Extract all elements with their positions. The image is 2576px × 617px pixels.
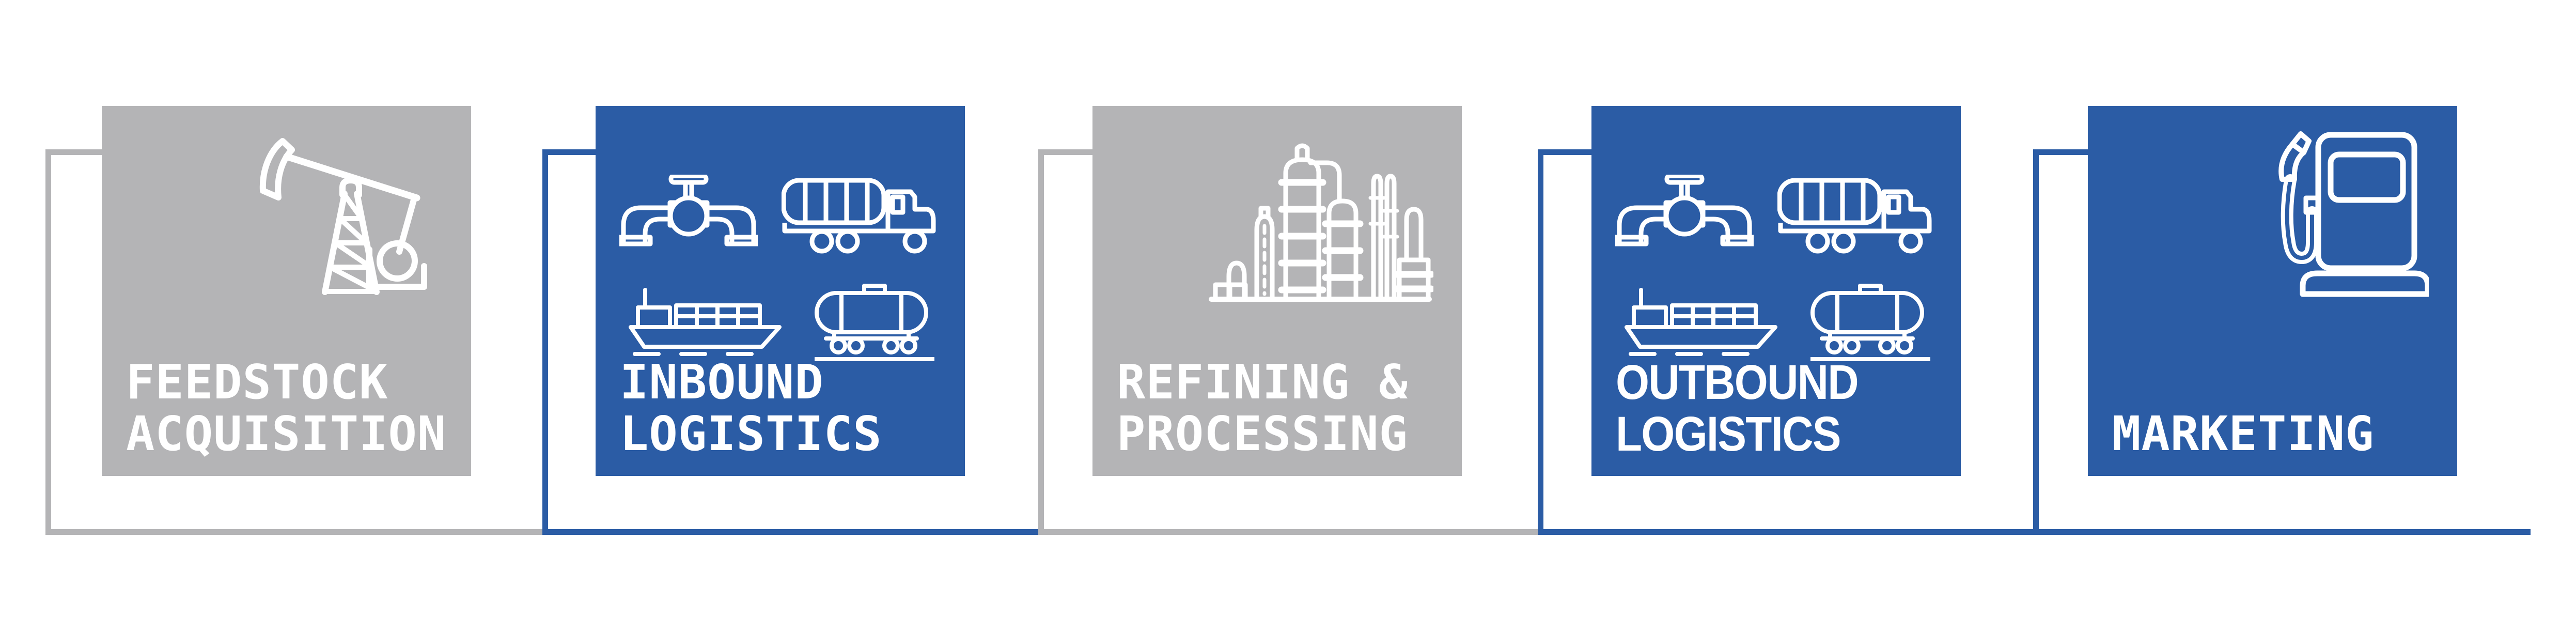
stage-label-line1: OUTBOUND [1616,355,1859,410]
refinery-plant-icon [1209,143,1433,302]
stage-feedstock-acquisition: FEEDSTOCK ACQUISITION [102,106,471,476]
connector-bottom-rail-2 [542,529,1038,535]
stage-inbound-logistics: INBOUND LOGISTICS [596,106,965,476]
stage-label-line1: REFINING & [1117,354,1408,410]
connector-bottom-rail-4 [1538,529,2033,535]
connector-vertical-2 [542,149,548,535]
connector-vertical-5 [2033,149,2039,535]
stage-label-line1: INBOUND [620,354,824,410]
pipeline-valve-icon [619,175,758,246]
connector-vertical-4 [1538,149,1543,535]
stage-label-line1 [2112,357,2453,408]
stage-marketing: MARKETING [2088,106,2457,476]
stage-label-line2: LOGISTICS [1616,407,1841,461]
stage-outbound-logistics: OUTBOUND LOGISTICS [1591,106,1961,476]
stage-label-line2: MARKETING [2112,406,2375,461]
stage-label-line1: FEEDSTOCK [126,354,388,410]
fuel-pump-icon [2278,131,2429,297]
connector-top-stub-4 [1538,149,1591,155]
connector-vertical-1 [45,149,51,535]
rail-tank-car-icon [815,284,934,361]
connector-bottom-rail-3 [1038,529,1538,535]
tanker-truck-icon [782,178,936,254]
cargo-ship-icon [629,288,782,356]
stage-label-line2: ACQUISITION [126,406,447,461]
oil-pumpjack-icon [259,138,427,295]
pipeline-valve-icon [1615,175,1754,246]
cargo-ship-icon [1625,288,1777,356]
stage-refining-processing: REFINING & PROCESSING [1092,106,1462,476]
connector-top-stub-1 [45,149,102,155]
connector-top-stub-5 [2033,149,2088,155]
stage-label-line2: PROCESSING [1117,406,1408,461]
connector-top-stub-3 [1038,149,1092,155]
rail-tank-car-icon [1810,284,1930,361]
connector-bottom-rail-5 [2033,529,2531,535]
connector-vertical-3 [1038,149,1044,535]
tanker-truck-icon [1777,178,1932,254]
connector-bottom-rail-1 [45,529,542,535]
stage-label-line2: LOGISTICS [620,406,882,461]
connector-top-stub-2 [542,149,596,155]
